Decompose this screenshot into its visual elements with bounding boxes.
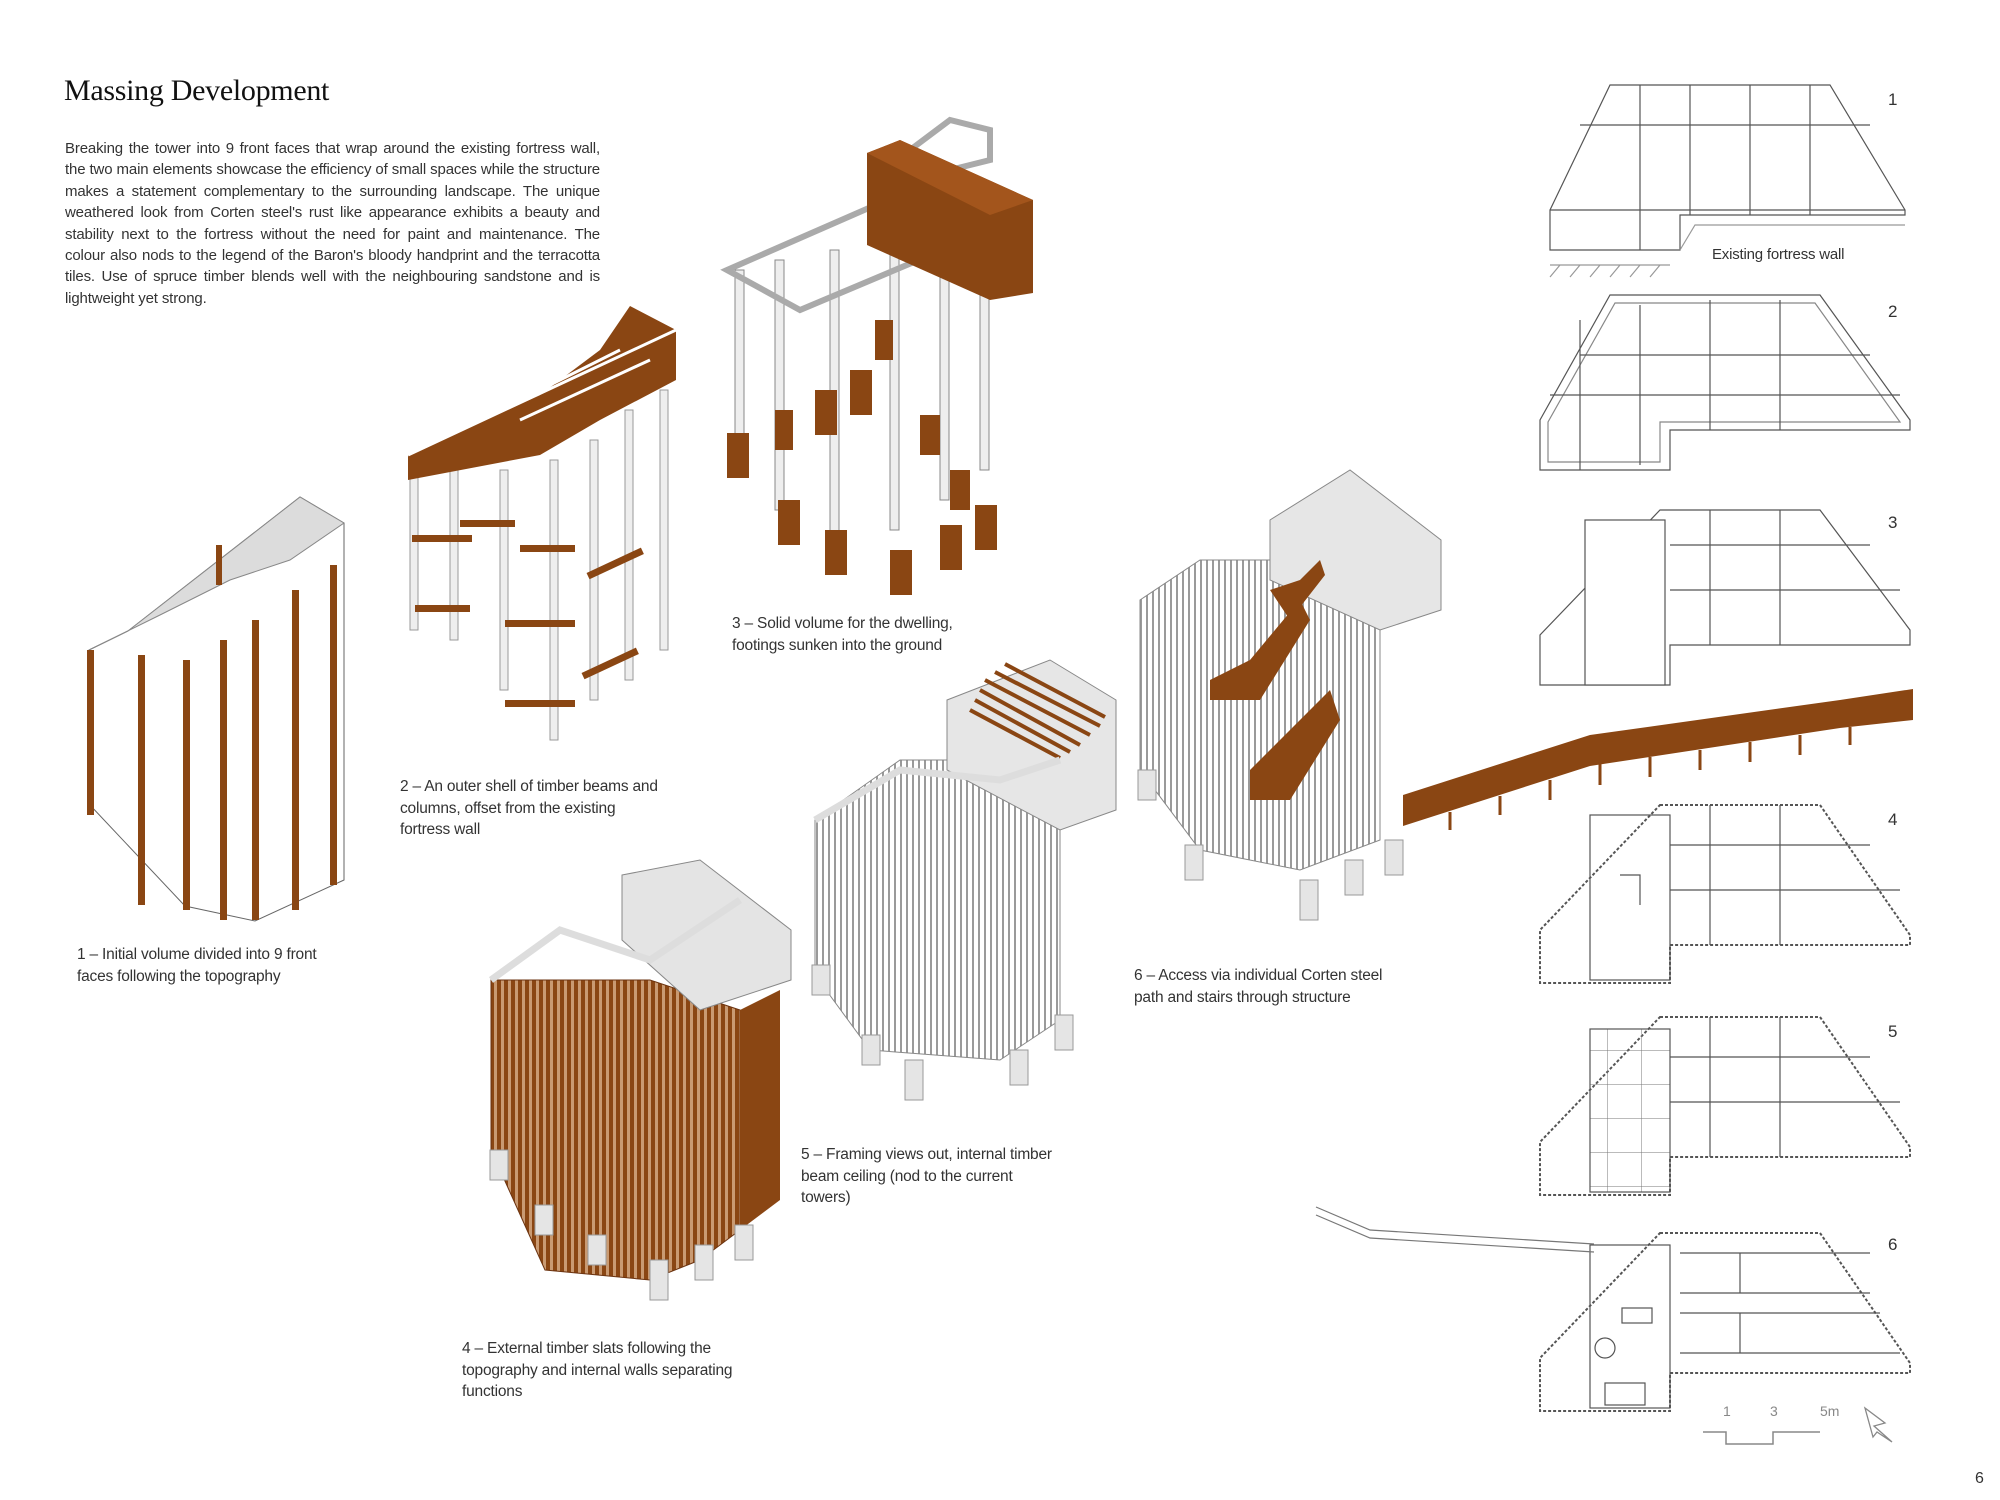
plan-number-6: 6 — [1888, 1235, 1898, 1254]
caption-line: 4 – External timber slats following the — [462, 1340, 711, 1357]
caption-line: 1 – Initial volume divided into 9 front — [77, 946, 317, 963]
caption-line: 6 – Access via individual Corten steel — [1134, 967, 1383, 984]
corten-access-path — [1403, 689, 1913, 830]
caption-line: towers) — [801, 1189, 851, 1206]
caption-line: beam ceiling (nod to the current — [801, 1167, 1013, 1185]
plan-number-2: 2 — [1888, 302, 1898, 321]
plan-number-5: 5 — [1888, 1022, 1898, 1041]
plan-5 — [1539, 1016, 1911, 1196]
massing-model-2 — [407, 306, 677, 741]
plan-6-path-line — [1315, 1206, 1595, 1253]
caption-line: columns, offset from the existing — [400, 799, 616, 817]
caption-line: topography and internal walls separating — [462, 1361, 733, 1379]
massing-model-5 — [811, 659, 1117, 1101]
caption-line: footings sunken into the ground — [732, 636, 943, 654]
massing-model-3 — [720, 116, 1033, 595]
caption-step-1: 1 – Initial volume divided into 9 front … — [77, 944, 317, 987]
plan-3 — [1539, 509, 1911, 686]
page-title: Massing Development — [64, 74, 330, 107]
north-arrow-icon — [1863, 1406, 1893, 1443]
massing-model-6 — [1137, 469, 1442, 921]
caption-step-3: 3 – Solid volume for the dwelling, footi… — [732, 613, 953, 656]
scale-bar — [1703, 1431, 1820, 1445]
plan-number-4: 4 — [1888, 810, 1898, 829]
scale-label-3: 3 — [1770, 1403, 1778, 1419]
caption-step-2: 2 – An outer shell of timber beams and c… — [400, 776, 658, 841]
intro-paragraph: Breaking the tower into 9 front faces th… — [65, 140, 600, 307]
plan-1 — [1549, 84, 1906, 278]
caption-line: path and stairs through structure — [1134, 988, 1351, 1006]
plan-number-1: 1 — [1888, 90, 1898, 109]
plan-4 — [1539, 804, 1911, 984]
page-number: 6 — [1975, 1470, 1984, 1487]
caption-line: fortress wall — [400, 821, 481, 838]
massing-model-1 — [87, 496, 345, 922]
caption-step-5: 5 – Framing views out, internal timber b… — [801, 1144, 1052, 1209]
plan-6 — [1539, 1232, 1911, 1412]
scale-label-5m: 5m — [1820, 1403, 1840, 1419]
caption-line: 5 – Framing views out, internal timber — [801, 1146, 1052, 1163]
massing-model-4 — [488, 859, 792, 1301]
plan-number-3: 3 — [1888, 513, 1898, 532]
caption-line: faces following the topography — [77, 967, 281, 985]
caption-step-4: 4 – External timber slats following the … — [462, 1338, 733, 1403]
caption-line: 3 – Solid volume for the dwelling, — [732, 615, 953, 632]
caption-line: 2 – An outer shell of timber beams and — [400, 778, 658, 795]
fortress-wall-label: Existing fortress wall — [1712, 246, 1845, 263]
caption-line: functions — [462, 1383, 523, 1400]
plan-drawings — [1315, 84, 1911, 1412]
scale-label-1: 1 — [1723, 1403, 1731, 1419]
caption-step-6: 6 – Access via individual Corten steel p… — [1134, 965, 1382, 1008]
plan-2 — [1539, 294, 1911, 471]
